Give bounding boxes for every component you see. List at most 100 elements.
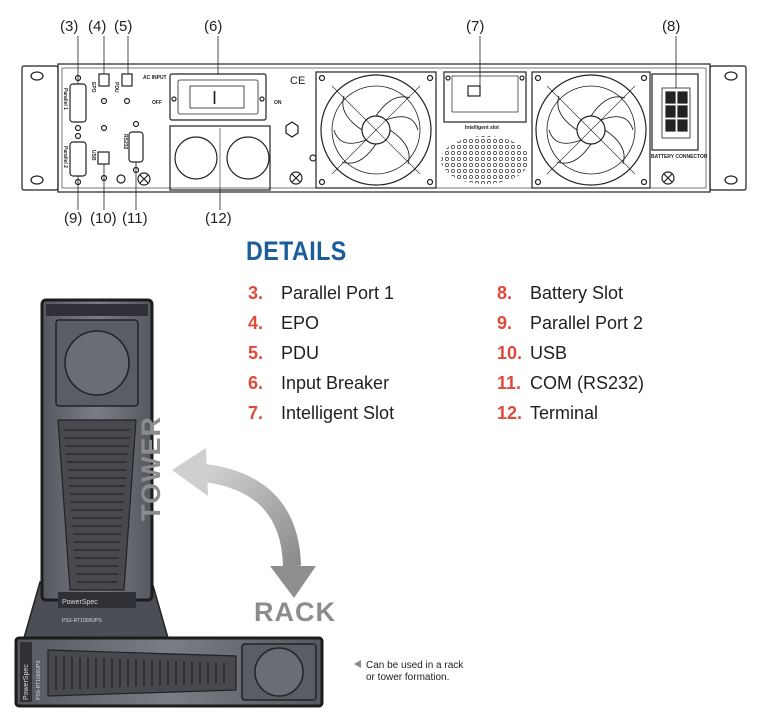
tower-label: TOWER [136, 416, 166, 521]
callout-7: (7) [466, 18, 484, 35]
fan-right [535, 74, 647, 186]
rs232-label: RS232 [122, 134, 128, 150]
item-label: Parallel Port 1 [281, 283, 395, 303]
rotation-arrow [172, 448, 316, 598]
rack-vents [55, 656, 225, 690]
tower-unit: PowerSpec PSX-RT1000UPS [23, 298, 169, 639]
left-mount-ear [21, 65, 59, 191]
pdu-label: PDU [113, 82, 119, 93]
list-item: 7. Intelligent Slot [248, 402, 394, 432]
arrowhead-tower [172, 448, 208, 496]
epo-label: EPO [90, 82, 96, 93]
rear-panel [21, 63, 747, 193]
fan-left-frame [315, 71, 437, 189]
screw [74, 124, 82, 132]
item-label: Parallel Port 2 [530, 313, 644, 333]
parallel-port-2 [69, 141, 87, 177]
item-number: 12. [497, 403, 523, 423]
ac-input-label: AC INPUT [143, 75, 167, 81]
hex-screw [285, 121, 299, 138]
usb-led [100, 124, 108, 132]
item-label: EPO [281, 313, 320, 333]
left-ear-hole-bottom [30, 175, 44, 185]
rack-model: PSX-RT1000UPS [36, 660, 42, 700]
right-mount-ear [709, 65, 747, 191]
list-item: 5. PDU [248, 342, 394, 372]
tower-fan [64, 330, 130, 396]
ce-mark: CE [290, 75, 305, 87]
item-number: 10. [497, 343, 523, 363]
rack-label: RACK [254, 597, 336, 627]
tower-model: PSX-RT1000UPS [62, 618, 102, 624]
item-label: COM (RS232) [530, 373, 645, 393]
note-line-1: Can be used in a rack [366, 660, 464, 671]
pdu-led [123, 97, 131, 105]
item-number: 3. [248, 283, 264, 303]
note-line-2: or tower formation. [366, 672, 450, 683]
callouts: (3) (4) (5) (6) (7) (8) (9) (10) (11) (1… [60, 18, 680, 227]
arrowhead-rack [270, 566, 316, 598]
parallel-1-label: Parallel 1 [62, 88, 68, 110]
item-number: 4. [248, 313, 264, 333]
item-number: 11. [497, 373, 522, 393]
callout-6: (6) [204, 18, 222, 35]
off-label: OFF [152, 100, 162, 106]
list-item: 4. EPO [248, 312, 394, 342]
panel-labels: EPO PDU AC INPUT OFF ON Parallel 1 Paral… [62, 75, 708, 168]
item-number: 9. [497, 313, 513, 333]
item-number: 7. [248, 403, 264, 423]
rs232-port [128, 131, 144, 163]
callout-12: (12) [205, 210, 232, 227]
list-item: 3. Parallel Port 1 [248, 282, 394, 312]
terminal-knockout-right [226, 136, 270, 180]
on-label: ON [274, 100, 282, 106]
callout-3: (3) [60, 18, 78, 35]
battery-connector-label: BATTERY CONNECTOR [651, 154, 708, 160]
parallel-port-1 [69, 83, 87, 123]
list-item: 6. Input Breaker [248, 372, 394, 402]
chassis [57, 63, 711, 193]
item-number: 6. [248, 373, 264, 393]
rack-unit: PowerSpec PSX-RT1000UPS [14, 636, 324, 708]
breaker-symbol: I [212, 88, 217, 108]
callout-11: (11) [122, 210, 148, 227]
details-title: DETAILS [246, 236, 347, 266]
item-label: Input Breaker [281, 373, 390, 393]
battery-ground-screw [661, 171, 675, 185]
right-ear-hole-bottom [724, 175, 738, 185]
parallel-2-label: Parallel 2 [62, 146, 68, 168]
epo-led [100, 97, 108, 105]
note-pointer-icon [354, 660, 361, 668]
rack-fan [254, 647, 304, 697]
item-label: Intelligent Slot [281, 403, 395, 423]
ground-mark [309, 154, 317, 162]
ground-screw-2 [289, 171, 303, 185]
battery-connector [651, 73, 699, 151]
callout-leaders [77, 36, 677, 210]
right-ear-hole-top [724, 71, 738, 81]
rack-grill-area [47, 649, 237, 697]
terminal-knockout-left [174, 136, 218, 180]
epo-port [98, 73, 110, 87]
callout-4: (4) [88, 18, 106, 35]
item-label: USB [530, 343, 568, 363]
intelligent-slot-port [467, 85, 481, 97]
item-label: Terminal [530, 403, 599, 423]
list-item: 11. COM (RS232) [497, 372, 644, 402]
fan-right-frame [531, 71, 651, 189]
usb-port [97, 151, 110, 165]
vent-grill [441, 136, 529, 184]
callout-5: (5) [114, 18, 132, 35]
intelligent-slot-label: Intelligent slot [465, 125, 499, 131]
item-number: 8. [497, 283, 513, 303]
usb-label: USB [90, 150, 96, 161]
pdu-port [121, 73, 133, 87]
details-list-right: 8.Battery Slot 9.Parallel Port 2 10.USB … [497, 282, 644, 432]
left-ear-hole-top [30, 71, 44, 81]
callout-9: (9) [64, 210, 82, 227]
tower-vents [64, 429, 130, 583]
item-number: 5. [248, 343, 264, 363]
callout-8: (8) [662, 18, 680, 35]
item-label: PDU [281, 343, 320, 363]
